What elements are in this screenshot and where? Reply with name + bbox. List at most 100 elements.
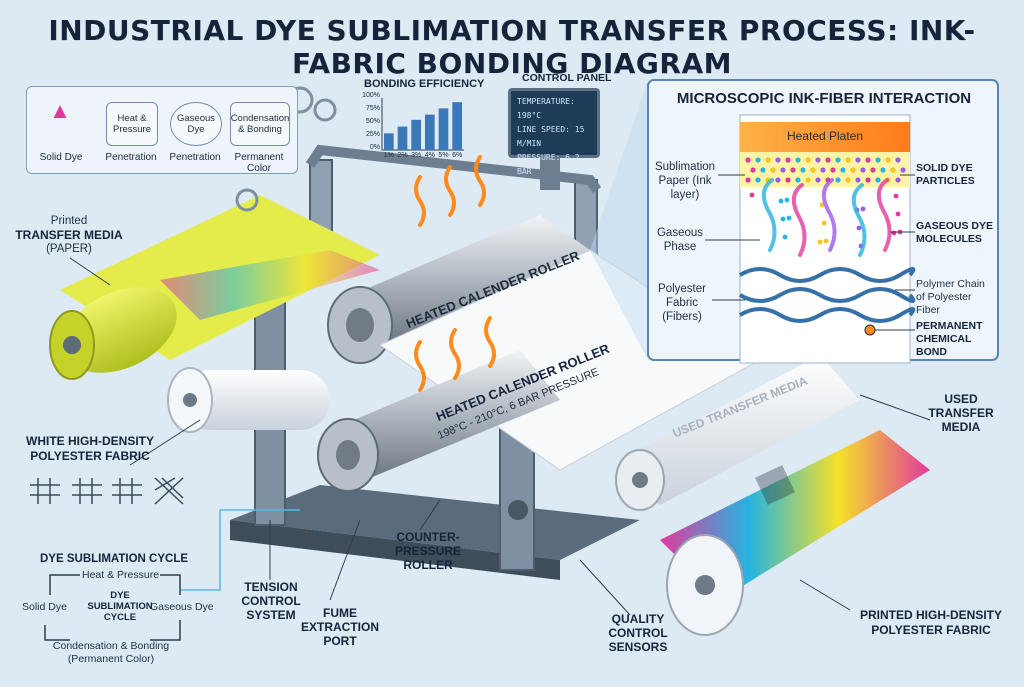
white-fabric-label: WHITE HIGH-DENSITY POLYESTER FABRIC <box>10 434 170 464</box>
cycle-bottom-1: Condensation & Bonding <box>52 640 170 652</box>
dye-particle <box>755 177 761 183</box>
printed-transfer-media-roll <box>49 195 380 380</box>
quality-line-2: CONTROL <box>608 626 668 640</box>
dye-particle <box>875 157 881 163</box>
counter-line-2: ROLLER <box>403 558 453 572</box>
dye-particle <box>805 157 811 163</box>
fume-line-3: PORT <box>323 634 357 648</box>
gaseous-molecule <box>784 197 790 203</box>
microscopic-title: MICROSCOPIC INK-FIBER INTERACTION <box>676 90 972 107</box>
chart-bar <box>452 102 462 150</box>
flow-step-heat: Heat & Pressure <box>106 102 158 146</box>
quality-label: QUALITY CONTROL SENSORS <box>598 612 678 654</box>
microscopic-panel <box>647 79 999 364</box>
gaseous-molecule <box>823 238 829 244</box>
counter-roller-label: COUNTER-PRESSURE ROLLER <box>368 530 488 572</box>
dye-particle <box>875 177 881 183</box>
chart-axis <box>381 98 464 151</box>
dye-particle <box>750 167 756 173</box>
dye-particle <box>870 167 876 173</box>
dye-particle <box>815 177 821 183</box>
dye-particle <box>900 167 906 173</box>
zoom-callout <box>590 80 648 360</box>
gaseous-molecule <box>893 193 899 199</box>
printed-fabric-line-1: PRINTED HIGH-DENSITY <box>859 608 1002 622</box>
dye-particle <box>835 177 841 183</box>
micro-label-solid-particles: SOLID DYE PARTICLES <box>916 162 975 187</box>
fume-line-1: FUME <box>323 606 357 620</box>
chart-y-tick: 75% <box>365 105 380 112</box>
gaseous-molecule <box>780 216 786 222</box>
chart-bar <box>384 133 394 150</box>
micro-label-fabric: Polyester Fabric (Fibers) <box>658 283 706 323</box>
solid-dye-icon: ▲ <box>49 98 71 123</box>
printed-media-label: Printed TRANSFER MEDIA (PAPER) <box>4 214 134 256</box>
printed-fabric-roll <box>660 430 930 636</box>
chart-y-tick: 50% <box>365 118 380 125</box>
dye-particle <box>880 167 886 173</box>
dye-particle <box>755 157 761 163</box>
dye-particle <box>815 157 821 163</box>
dye-particle <box>890 167 896 173</box>
fume-label: FUME EXTRACTION PORT <box>300 606 380 648</box>
control-line-pressure: PRESSURE: 6.2 BAR <box>517 153 580 176</box>
dye-particle <box>770 167 776 173</box>
gaseous-molecule <box>749 192 755 198</box>
gaseous-molecule <box>856 225 862 231</box>
gaseous-molecule <box>778 198 784 204</box>
chart-bar <box>397 126 408 150</box>
heated-calender-roller <box>327 215 590 364</box>
dye-particle <box>810 167 816 173</box>
chart-y-tick: 100% <box>362 92 380 99</box>
page-title: INDUSTRIAL DYE SUBLIMATION TRANSFER PROC… <box>48 14 976 80</box>
dye-particle <box>895 177 901 183</box>
control-panel-label: CONTROL PANEL <box>522 72 612 84</box>
dye-particle <box>855 177 861 183</box>
dye-particle <box>855 157 861 163</box>
micro-label-gas: Gaseous Phase <box>656 227 704 253</box>
chart-bar <box>438 108 449 150</box>
used-media-line-3: MEDIA <box>941 420 981 434</box>
used-media-label: USED TRANSFER MEDIA <box>926 392 996 434</box>
printed-media-line-1: Printed <box>50 215 88 227</box>
heat-flames <box>414 155 496 392</box>
dye-particle <box>800 167 806 173</box>
dye-particle <box>765 157 771 163</box>
gaseous-molecule <box>817 239 823 245</box>
white-fabric-line-1: WHITE HIGH-DENSITY <box>26 434 154 448</box>
dye-particle <box>820 167 826 173</box>
dye-particle <box>895 157 901 163</box>
dye-particle <box>780 167 786 173</box>
control-line-temperature: TEMPERATURE: 198°C <box>517 97 575 120</box>
dye-particle <box>835 157 841 163</box>
micro-label-polymer-chain: Polymer Chain of Polyester Fiber <box>916 278 985 316</box>
dye-particle <box>795 157 801 163</box>
dye-particle <box>790 167 796 173</box>
cycle-center-3: CYCLE <box>103 612 137 623</box>
chart-x-tick: 2% <box>397 152 408 159</box>
micro-label-chemical-bond: PERMANENT CHEMICAL BOND <box>916 320 983 358</box>
gaseous-molecule <box>860 206 866 212</box>
leader-lines <box>69 257 931 616</box>
cycle-bottom: Condensation & Bonding (Permanent Color) <box>36 640 186 666</box>
bonding-chart <box>381 98 464 151</box>
tension-line-1: TENSION <box>244 580 298 594</box>
counter-pressure-roller <box>317 350 560 492</box>
control-panel-screen: TEMPERATURE: 198°C LINE SPEED: 15 M/MIN … <box>508 88 600 176</box>
tension-line-3: SYSTEM <box>246 608 296 622</box>
dye-particle <box>760 167 766 173</box>
dye-particle <box>860 167 866 173</box>
dye-particle <box>775 177 781 183</box>
chart-bar <box>411 119 421 150</box>
chart-x-tick: 1% <box>383 152 394 159</box>
dye-particle <box>885 157 891 163</box>
control-line-speed: LINE SPEED: 15 M/MIN <box>517 125 585 148</box>
cycle-center-2: SUBLIMATION <box>87 601 153 612</box>
chart-x-tick: 3% <box>411 152 422 159</box>
micro-label-gaseous-molecules: GASEOUS DYE MOLECULES <box>916 220 994 245</box>
printed-media-line-2: TRANSFER MEDIA <box>15 228 123 242</box>
chart-bar <box>425 114 435 150</box>
cycle-center-1: DYE <box>110 590 130 601</box>
dye-particle <box>865 177 871 183</box>
flow-caption-penetration-2: Penetration <box>169 152 221 163</box>
